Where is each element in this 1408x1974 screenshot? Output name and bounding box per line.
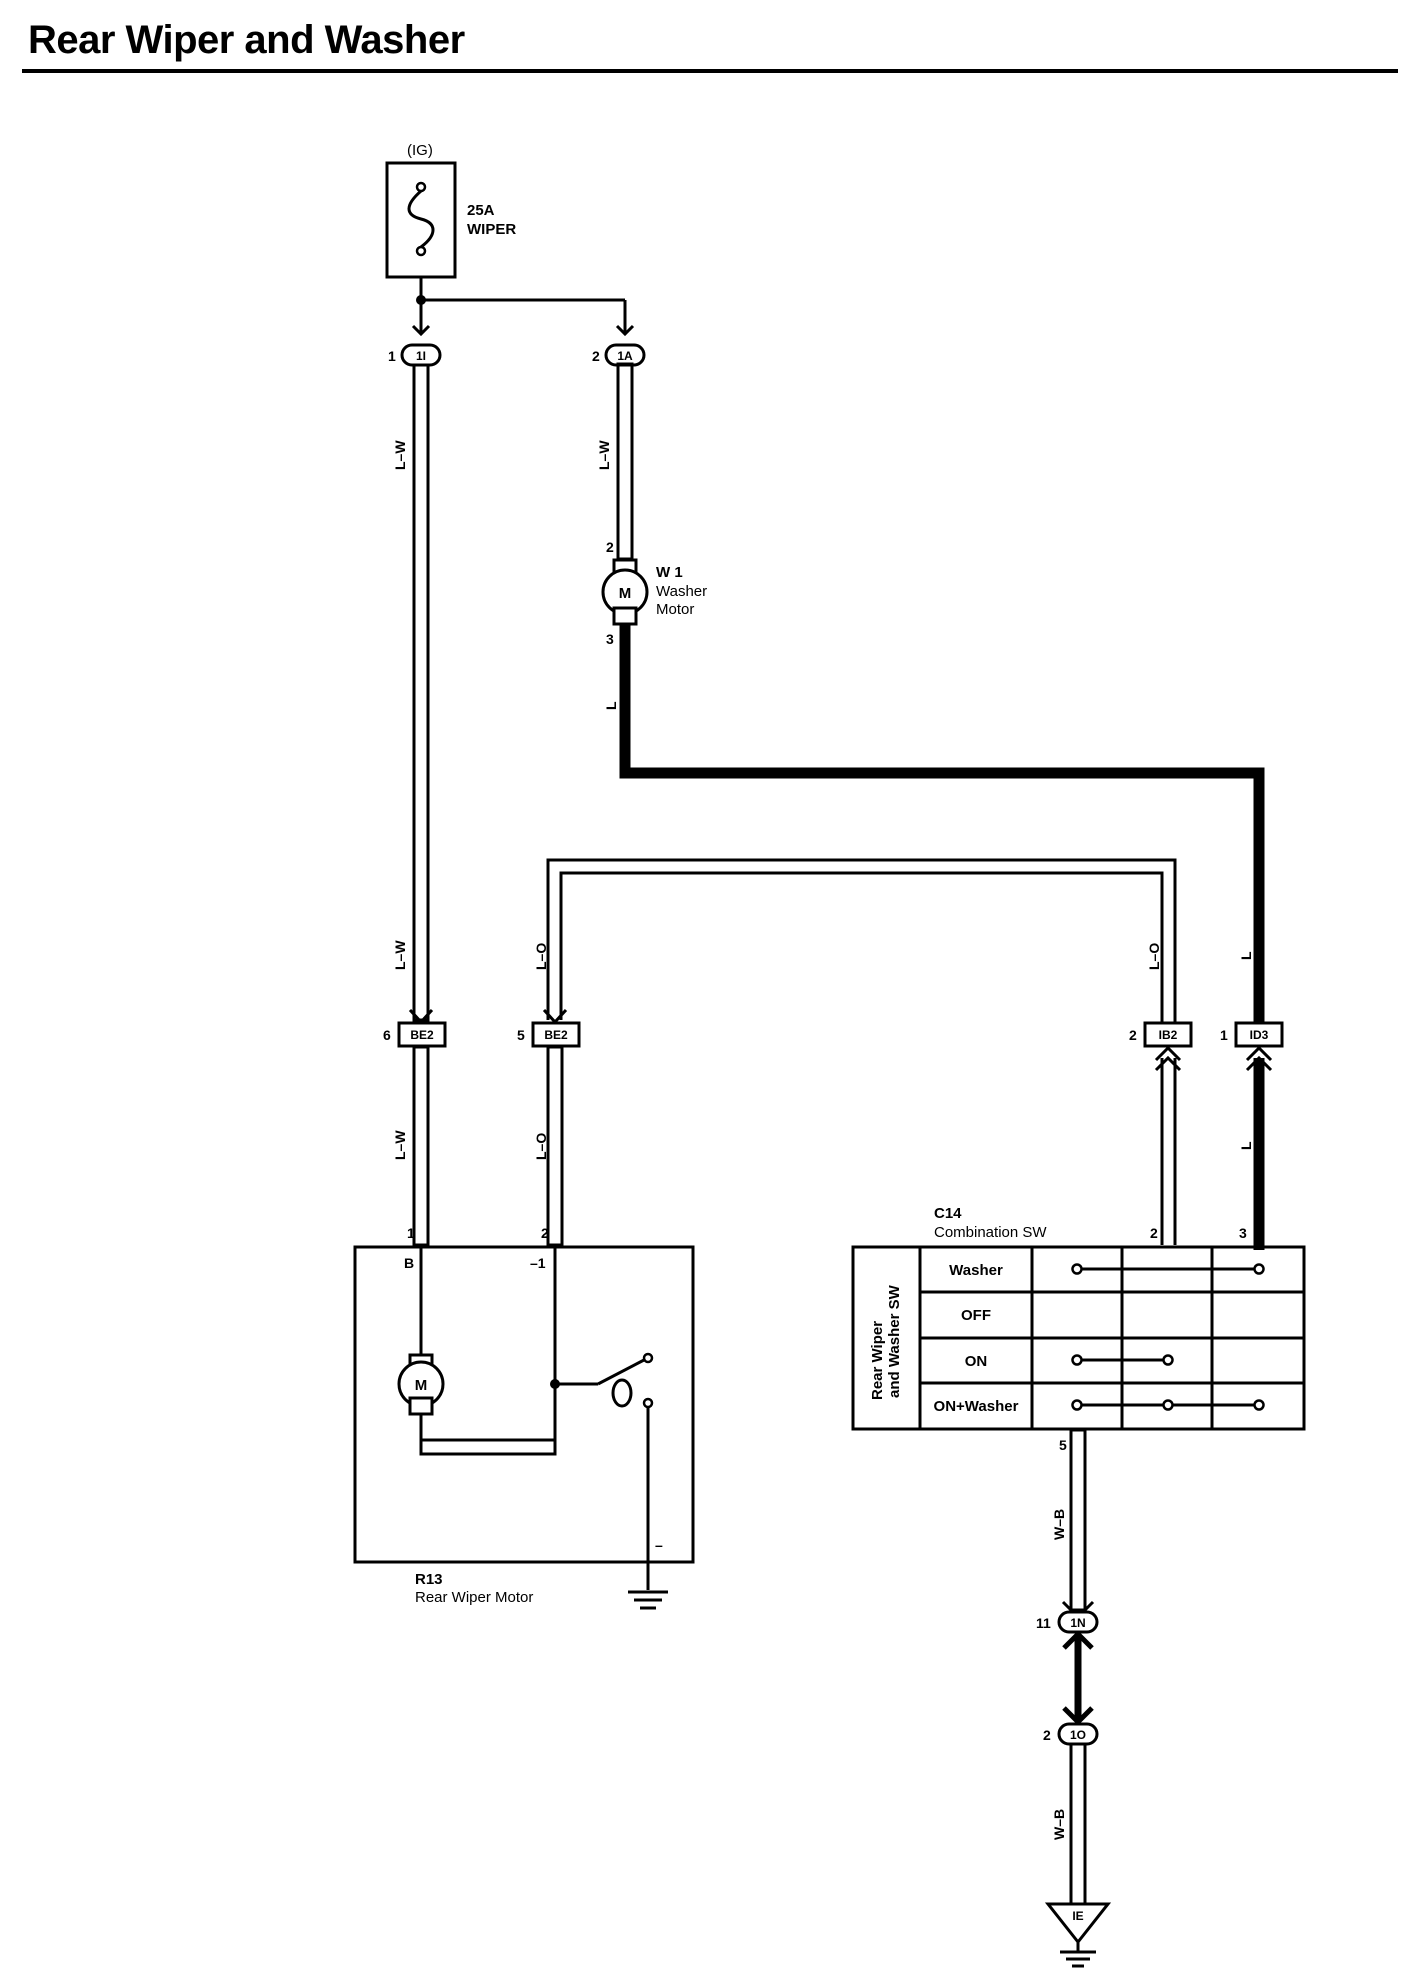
connector-ID3: ID3 1 bbox=[1220, 1021, 1284, 1048]
connector-1I: 1I 1 bbox=[388, 343, 442, 367]
wire-l-thick bbox=[619, 624, 1265, 1022]
svg-text:3: 3 bbox=[1239, 1225, 1247, 1241]
wire-l-w-left bbox=[408, 362, 554, 1442]
wire-label-wb2: W–B bbox=[1051, 1809, 1067, 1840]
fuse-element-icon bbox=[407, 189, 435, 249]
wire-w-b bbox=[1061, 1428, 1095, 1620]
svg-text:BE2: BE2 bbox=[544, 1028, 568, 1042]
svg-text:Rear Wiper Motor: Rear Wiper Motor bbox=[415, 1589, 533, 1606]
svg-text:M: M bbox=[619, 585, 632, 602]
wire-label-lw4: L–W bbox=[596, 440, 612, 470]
svg-text:IB2: IB2 bbox=[1159, 1028, 1178, 1042]
ground-icon bbox=[628, 1590, 668, 1610]
svg-text:and Washer SW: and Washer SW bbox=[886, 1284, 903, 1398]
svg-text:1O: 1O bbox=[1070, 1728, 1086, 1742]
wire-w-b-lower bbox=[1069, 1742, 1087, 1906]
switch-position-on-washer: ON+Washer bbox=[934, 1398, 1019, 1415]
fuse-terminal-top bbox=[415, 181, 427, 193]
svg-text:Washer: Washer bbox=[656, 583, 707, 600]
wire-label-lw2: L–W bbox=[392, 940, 408, 970]
svg-text:Combination SW: Combination SW bbox=[934, 1224, 1047, 1241]
fuse-terminal-bottom bbox=[415, 245, 427, 257]
svg-text:2: 2 bbox=[1129, 1027, 1137, 1043]
wire-l-w-washer bbox=[616, 362, 634, 561]
fuse-rating: 25A bbox=[467, 202, 495, 219]
svg-text:C14: C14 bbox=[934, 1205, 962, 1222]
switch-position-washer: Washer bbox=[949, 1262, 1003, 1279]
connector-1I-pin: 1 bbox=[388, 348, 396, 364]
svg-text:–1: –1 bbox=[530, 1255, 546, 1271]
svg-text:BE2: BE2 bbox=[410, 1028, 434, 1042]
wire-label-l3: L bbox=[1238, 1141, 1254, 1150]
svg-text:2: 2 bbox=[1043, 1727, 1051, 1743]
connector-BE2-pin6: BE2 6 bbox=[383, 1021, 447, 1048]
wire-label-l1: L bbox=[603, 701, 619, 710]
switch-position-off: OFF bbox=[961, 1307, 991, 1324]
wire-label-wb1: W–B bbox=[1051, 1509, 1067, 1540]
wire-l-o bbox=[542, 858, 1182, 1247]
connector-1N: 1N 11 bbox=[1036, 1610, 1099, 1634]
svg-text:5: 5 bbox=[517, 1027, 525, 1043]
fuse-source-label: (IG) bbox=[407, 142, 433, 159]
svg-text:1A: 1A bbox=[617, 349, 633, 363]
connector-1A: 1A 2 bbox=[592, 343, 646, 367]
svg-text:ID3: ID3 bbox=[1250, 1028, 1269, 1042]
wire-label-lw3: L–W bbox=[392, 1130, 408, 1160]
cam-icon bbox=[611, 1378, 633, 1408]
svg-text:Rear Wiper: Rear Wiper bbox=[869, 1321, 886, 1400]
switch-position-on: ON bbox=[965, 1353, 988, 1370]
wire-1N-1O bbox=[1062, 1630, 1094, 1726]
wire-label-lo1: L–O bbox=[533, 943, 549, 970]
page-title: Rear Wiper and Washer bbox=[28, 18, 465, 62]
connector-1O: 1O 2 bbox=[1043, 1722, 1099, 1746]
wire-label-lw1: L–W bbox=[392, 440, 408, 470]
fuse-name: WIPER bbox=[467, 221, 516, 238]
svg-text:M: M bbox=[415, 1377, 428, 1394]
svg-text:W 1: W 1 bbox=[656, 564, 683, 581]
svg-text:1I: 1I bbox=[416, 349, 426, 363]
svg-text:2: 2 bbox=[606, 539, 614, 555]
washer-motor: 2 M 3 W 1 Washer Motor bbox=[601, 539, 707, 647]
svg-text:6: 6 bbox=[383, 1027, 391, 1043]
ground-IE: IE bbox=[1044, 1902, 1112, 1968]
connector-BE2-pin5: BE2 5 bbox=[517, 1021, 581, 1048]
wire-label-l2: L bbox=[1238, 951, 1254, 960]
svg-text:Motor: Motor bbox=[656, 601, 694, 618]
rear-wiper-motor: 1 2 B –1 – M R13 Rear Wiper Motor bbox=[353, 1225, 695, 1606]
ground-triangle-icon bbox=[1044, 1902, 1112, 1945]
svg-text:–: – bbox=[655, 1537, 663, 1553]
svg-text:1: 1 bbox=[407, 1225, 415, 1241]
connector-1A-pin: 2 bbox=[592, 348, 600, 364]
svg-text:11: 11 bbox=[1036, 1615, 1051, 1631]
svg-text:1N: 1N bbox=[1070, 1616, 1085, 1630]
svg-text:R13: R13 bbox=[415, 1571, 443, 1588]
wire-label-lo2: L–O bbox=[1146, 943, 1162, 970]
connector-IB2: IB2 2 bbox=[1129, 1021, 1193, 1048]
svg-text:3: 3 bbox=[606, 631, 614, 647]
svg-text:2: 2 bbox=[1150, 1225, 1158, 1241]
svg-text:2: 2 bbox=[541, 1225, 549, 1241]
svg-text:1: 1 bbox=[1220, 1027, 1228, 1043]
svg-text:B: B bbox=[404, 1255, 414, 1271]
combination-switch: C14 Combination SW 2 3 Rear Wiper and Wa… bbox=[851, 1205, 1306, 1431]
svg-text:5: 5 bbox=[1059, 1437, 1067, 1453]
wire-label-lo3: L–O bbox=[533, 1133, 549, 1160]
title-rule bbox=[22, 69, 1398, 73]
fuse-output-wires bbox=[411, 277, 635, 337]
svg-text:IE: IE bbox=[1072, 1909, 1083, 1923]
fuse-25a-wiper: (IG) 25A WIPER bbox=[385, 142, 516, 279]
